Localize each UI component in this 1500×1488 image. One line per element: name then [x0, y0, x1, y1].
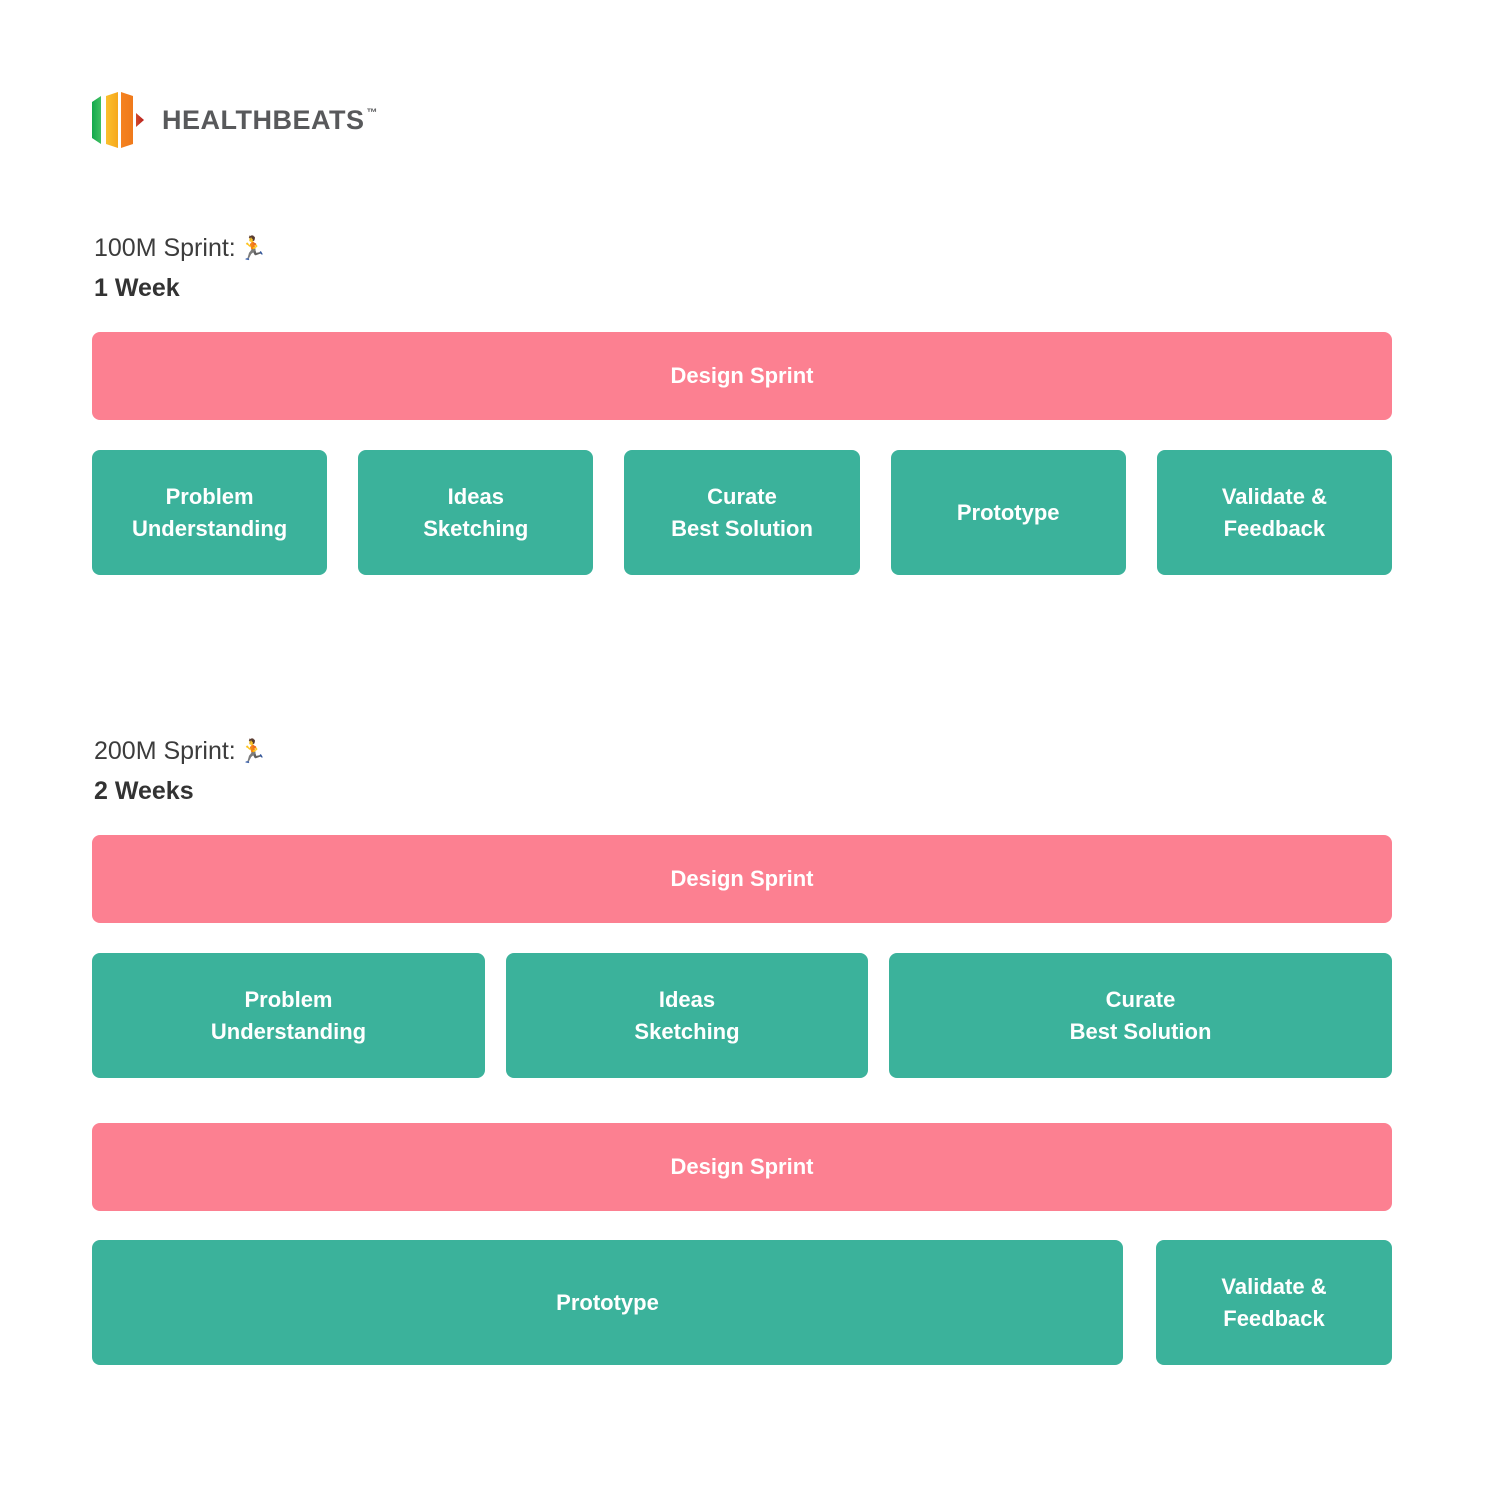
runner-icon: 🏃: [238, 235, 268, 261]
stage-box-label: Curate Best Solution: [671, 483, 813, 541]
design-sprint-bar-row: Design Sprint: [92, 332, 1392, 420]
section-heading-100m: 100M Sprint:🏃 1 Week: [94, 232, 267, 304]
stage-box-row: Problem Understanding Ideas Sketching Cu…: [92, 953, 1392, 1078]
section-duration: 1 Week: [94, 274, 180, 302]
section-sprint-200m: 200M Sprint:🏃 2 Weeks Design Sprint Prob…: [0, 735, 1500, 1375]
trademark-symbol: ™: [366, 106, 378, 119]
section-heading-200m: 200M Sprint:🏃 2 Weeks: [94, 735, 267, 807]
stage-box-row: Problem Understanding Ideas Sketching Cu…: [92, 450, 1393, 575]
design-sprint-bar-row-2: Design Sprint: [92, 1123, 1392, 1211]
stage-box-ideas-sketching[interactable]: Ideas Sketching: [358, 450, 594, 575]
stage-box-validate-feedback[interactable]: Validate & Feedback: [1156, 450, 1393, 575]
design-sprint-bar-row: Design Sprint: [92, 835, 1392, 923]
brand-logo: HEALTHBEATS ™: [92, 92, 378, 148]
stage-box-label: Prototype: [556, 1289, 659, 1315]
stage-box-label: Problem Understanding: [210, 986, 367, 1044]
stage-box-problem-understanding[interactable]: Problem Understanding: [92, 450, 328, 575]
section-sprint-100m: 100M Sprint:🏃 1 Week Design Sprint Probl…: [0, 232, 1500, 652]
phase-bar-design-sprint[interactable]: Design Sprint: [92, 1123, 1392, 1211]
phase-bar-design-sprint[interactable]: Design Sprint: [92, 835, 1392, 923]
section-title-row: 200M Sprint:🏃: [94, 735, 267, 767]
stage-box-label: Ideas Sketching: [423, 483, 529, 541]
runner-icon: 🏃: [238, 738, 268, 764]
section-duration: 2 Weeks: [94, 777, 194, 805]
stage-box-label: Validate & Feedback: [1221, 483, 1327, 541]
stage-box-curate-best-solution[interactable]: Curate Best Solution: [889, 953, 1392, 1078]
brand-wordmark: HEALTHBEATS ™: [162, 104, 378, 135]
phase-bar-label: Design Sprint: [670, 1154, 814, 1179]
stage-box-label: Validate & Feedback: [1221, 1273, 1327, 1331]
healthbeats-bars-icon: [92, 92, 144, 148]
brand-name: HEALTHBEATS: [162, 104, 365, 135]
stage-box-row-2: Prototype Validate & Feedback: [92, 1240, 1392, 1365]
stage-box-prototype[interactable]: Prototype: [890, 450, 1126, 575]
stage-box-label: Curate Best Solution: [1069, 986, 1212, 1044]
phase-bar-label: Design Sprint: [670, 866, 814, 891]
stage-box-label: Ideas Sketching: [634, 986, 740, 1044]
stage-box-label: Problem Understanding: [131, 483, 288, 541]
phase-bar-design-sprint[interactable]: Design Sprint: [92, 332, 1392, 420]
stage-box-prototype[interactable]: Prototype: [92, 1240, 1123, 1365]
section-title-row: 100M Sprint:🏃: [94, 232, 267, 264]
stage-box-validate-feedback[interactable]: Validate & Feedback: [1156, 1240, 1392, 1365]
stage-box-curate-best-solution[interactable]: Curate Best Solution: [624, 450, 860, 575]
section-title: 100M Sprint:: [94, 234, 236, 262]
phase-bar-label: Design Sprint: [670, 363, 814, 388]
stage-box-label: Prototype: [956, 499, 1060, 525]
section-title: 200M Sprint:: [94, 737, 236, 765]
stage-box-problem-understanding[interactable]: Problem Understanding: [92, 953, 485, 1078]
stage-box-ideas-sketching[interactable]: Ideas Sketching: [506, 953, 868, 1078]
